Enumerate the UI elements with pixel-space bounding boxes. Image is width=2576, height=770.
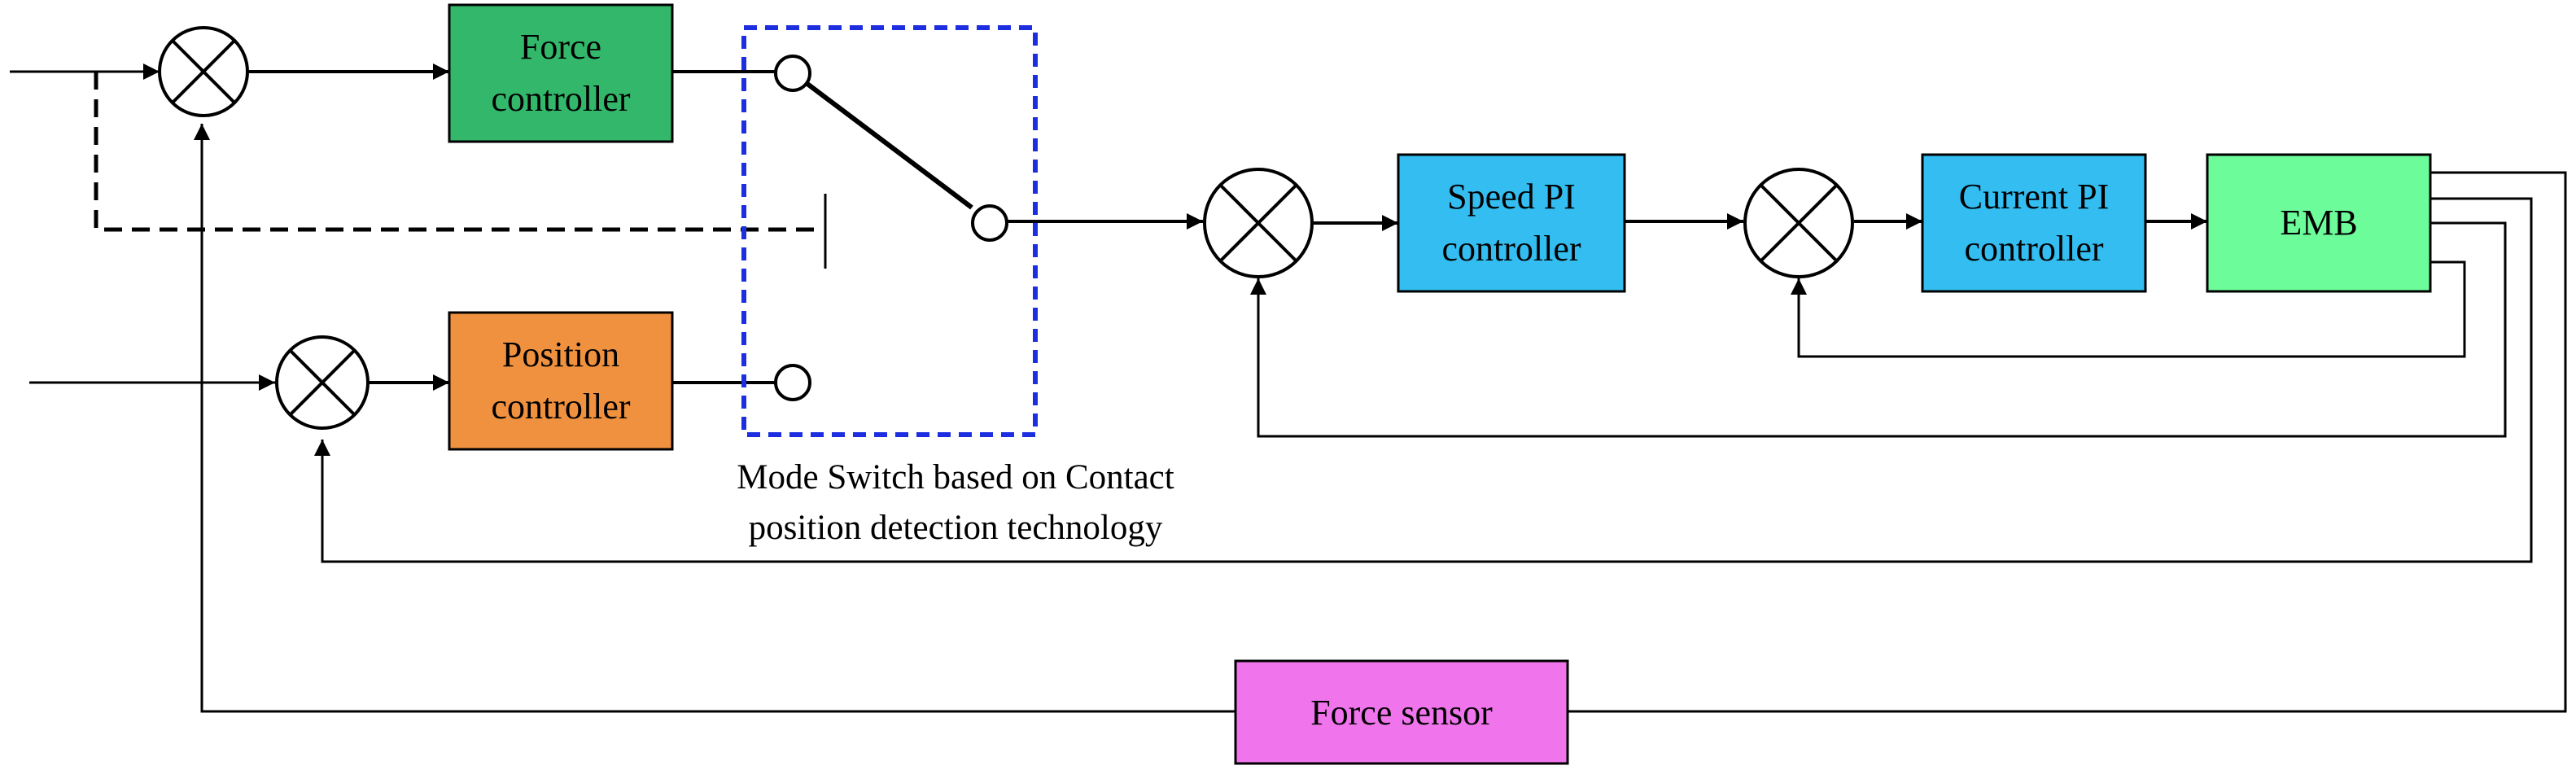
position-controller-label-line1: Position bbox=[502, 335, 619, 374]
switch-arm-line bbox=[803, 79, 973, 210]
emb-to-force-sensor-line bbox=[1568, 171, 2567, 713]
summing-junction-4 bbox=[1743, 168, 1854, 278]
summing-junction-3 bbox=[1203, 168, 1314, 278]
summing-junction-2 bbox=[275, 335, 370, 430]
emb-block: EMB bbox=[2206, 153, 2432, 293]
current-feedback-line bbox=[1791, 260, 2466, 358]
dashed-bypass-line bbox=[94, 72, 822, 232]
signal-lines bbox=[10, 63, 2567, 713]
emb-label: EMB bbox=[2280, 203, 2357, 243]
speed-pi-controller-block: Speed PI controller bbox=[1397, 153, 1626, 293]
current-pi-label-line1: Current PI bbox=[1959, 177, 2110, 217]
position-controller-block: Position controller bbox=[448, 311, 674, 451]
mode-switch-box bbox=[741, 25, 1038, 437]
switch-contact-position bbox=[774, 364, 811, 401]
force-controller-block: Force controller bbox=[448, 3, 674, 143]
mode-switch-caption-line1: Mode Switch based on Contact bbox=[737, 458, 1174, 497]
force-sensor-block: Force sensor bbox=[1234, 659, 1569, 765]
force-controller-label-line1: Force bbox=[520, 27, 601, 67]
current-pi-controller-block: Current PI controller bbox=[1921, 153, 2147, 293]
position-feedback-line bbox=[314, 197, 2533, 563]
summing-junction-1 bbox=[158, 26, 249, 117]
current-pi-label-line2: controller bbox=[1964, 229, 2103, 269]
position-controller-label-line2: controller bbox=[491, 387, 630, 427]
speed-feedback-line bbox=[1250, 221, 2507, 438]
mode-switch-caption-line2: position detection technology bbox=[749, 509, 1163, 547]
force-sensor-label: Force sensor bbox=[1310, 693, 1493, 733]
switch-contact-output bbox=[971, 204, 1008, 242]
force-sensor-to-sum1-line bbox=[194, 124, 1236, 713]
force-controller-label-line2: controller bbox=[491, 79, 630, 119]
speed-pi-label-line2: controller bbox=[1441, 229, 1581, 269]
speed-pi-label-line1: Speed PI bbox=[1447, 177, 1576, 217]
switch-contact-force bbox=[774, 55, 811, 92]
